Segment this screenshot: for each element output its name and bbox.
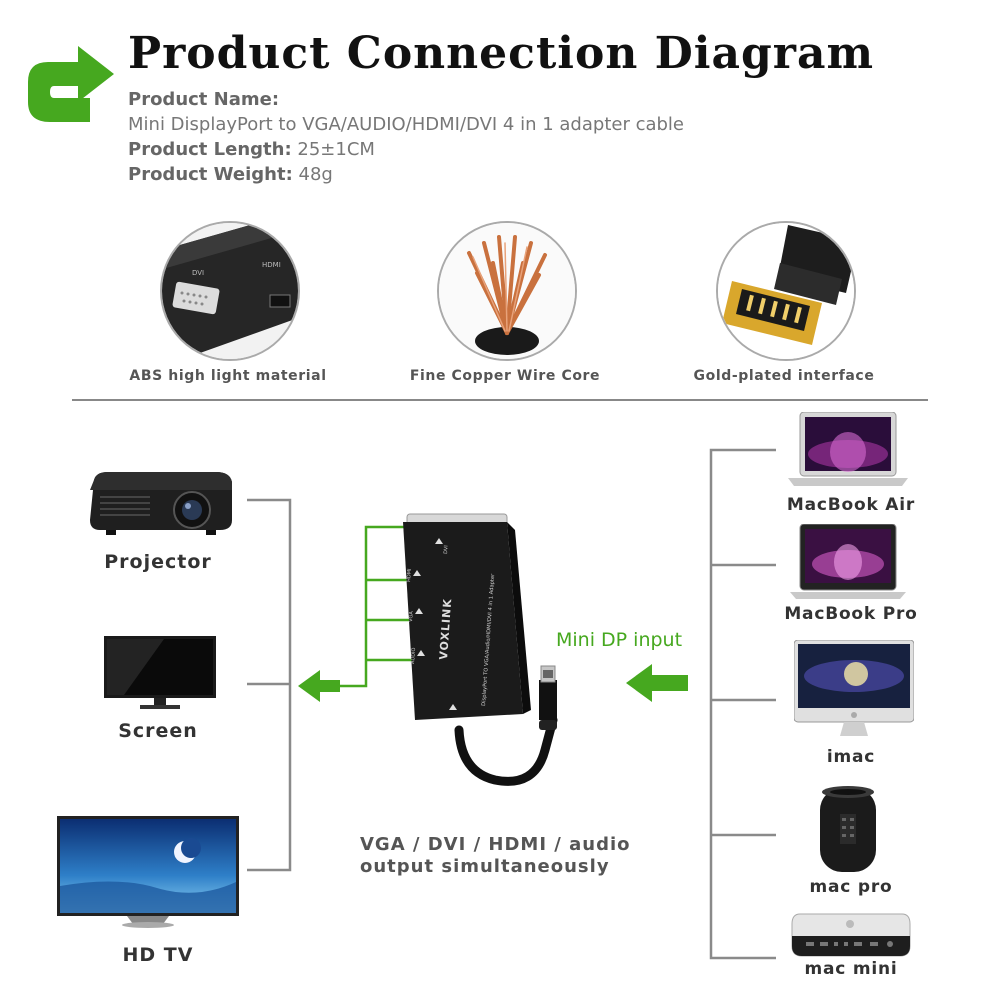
adapter-brand: VOXLINK [437, 598, 454, 660]
mac-pro-label: mac pro [809, 877, 893, 897]
return-arrow-icon [28, 46, 114, 122]
hdtv-label: HD TV [122, 944, 194, 966]
macbook-air-label: MacBook Air [786, 495, 916, 515]
svg-text:HDMI: HDMI [262, 261, 281, 269]
port-label-hdmi: HDMI [406, 568, 413, 582]
macbook-air-icon [788, 412, 908, 488]
feature-label-gold: Gold-plated interface [693, 368, 875, 384]
screen-label: Screen [118, 720, 198, 742]
mac-mini-label: mac mini [804, 959, 898, 979]
adapter-body-closeup-icon: DVI HDMI [160, 221, 300, 361]
imac-icon [794, 640, 914, 740]
page-title: Product Connection Diagram [128, 28, 875, 79]
gold-plated-connector-icon [716, 221, 856, 361]
feature-label-abs: ABS high light material [129, 368, 327, 384]
output-caption-line-2: output simultaneously [360, 856, 610, 877]
projector-label: Projector [104, 551, 212, 573]
monitor-icon [104, 636, 216, 712]
copper-wire-core-icon [437, 221, 577, 361]
mac-mini-icon [790, 910, 912, 960]
port-label-vga: VGA [408, 610, 415, 622]
spec-product-weight: Product Weight: 48g [128, 164, 333, 185]
imac-label: imac [826, 747, 876, 767]
section-divider [72, 399, 928, 401]
spec-product-description: Mini DisplayPort to VGA/AUDIO/HDMI/DVI 4… [128, 114, 684, 135]
feature-label-copper: Fine Copper Wire Core [409, 368, 601, 384]
port-label-audio: AUDIO [410, 647, 417, 664]
macbook-pro-label: MacBook Pro [784, 604, 918, 624]
output-caption-line-1: VGA / DVI / HDMI / audio [360, 834, 631, 855]
projector-icon [86, 468, 236, 538]
output-arrow-icon [298, 670, 340, 702]
spec-product-length: Product Length: 25±1CM [128, 139, 375, 160]
output-caption: VGA / DVI / HDMI / audio output simultan… [360, 834, 631, 878]
macbook-pro-icon [790, 524, 906, 600]
input-arrow-icon [626, 664, 688, 702]
hdtv-icon [57, 816, 239, 928]
adapter-device: VOXLINK DisplayPort TO VGA/Audio/HDMI/DV… [395, 510, 585, 810]
mac-pro-icon [816, 784, 880, 874]
spec-product-name: Product Name: [128, 89, 280, 110]
mini-dp-input-label: Mini DP input [556, 629, 683, 651]
port-label-dvi: DVI [443, 545, 450, 554]
svg-text:DVI: DVI [192, 269, 204, 277]
